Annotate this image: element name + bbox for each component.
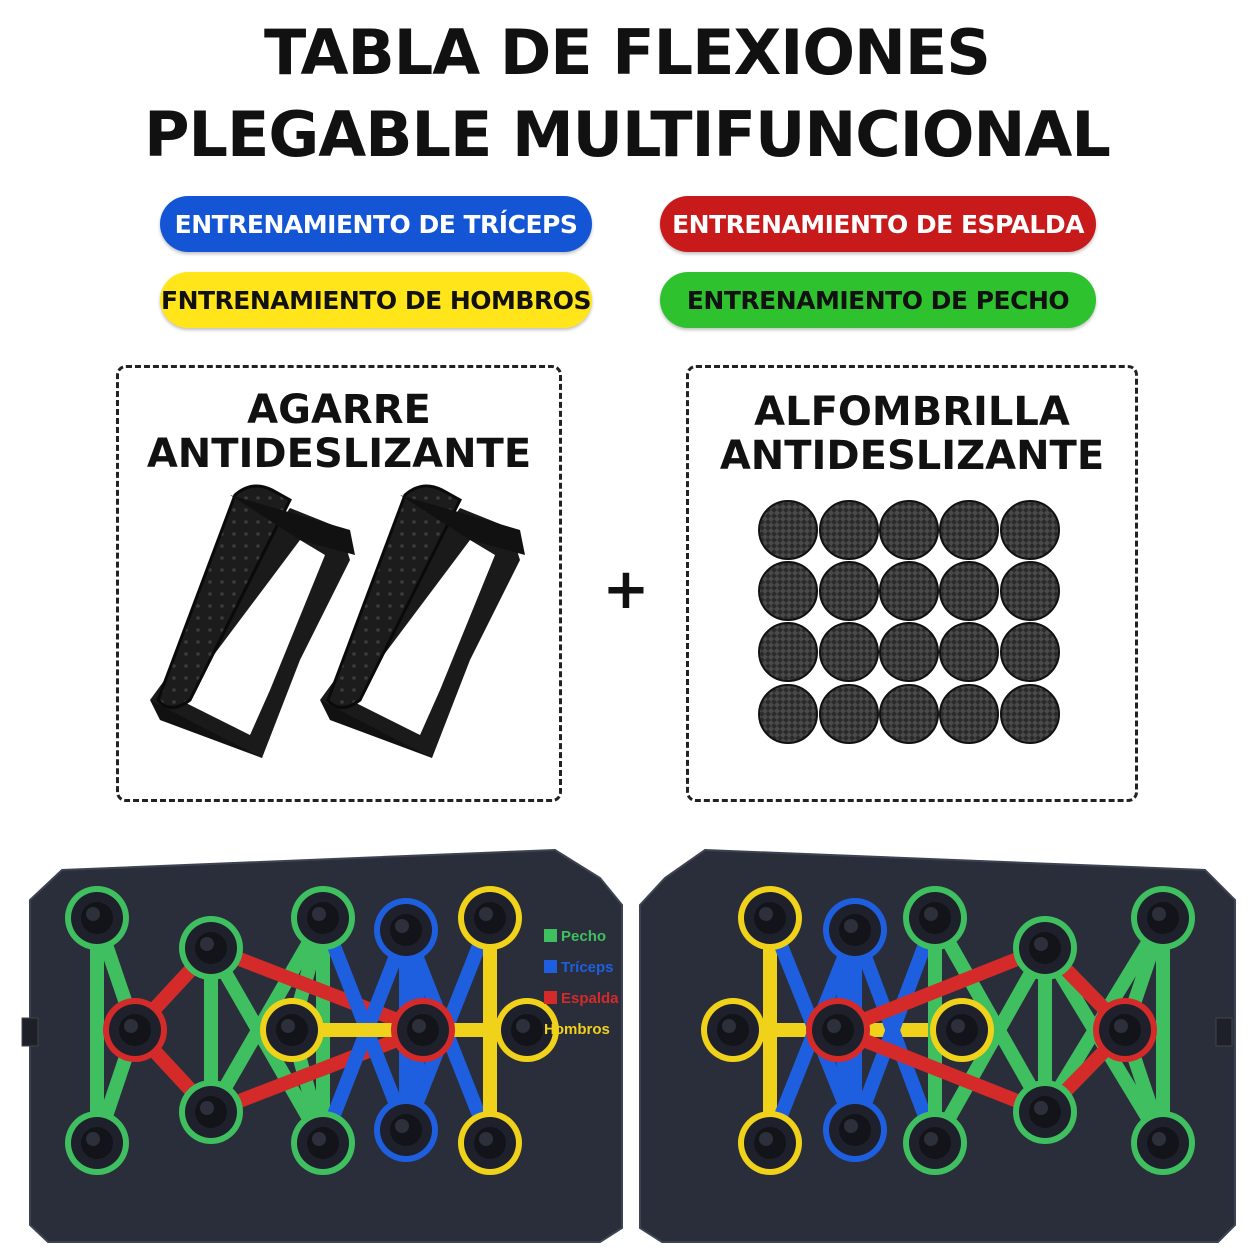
anti-slip-pad-icon: [939, 561, 999, 621]
grip-title-line-1: AGARRE: [247, 387, 431, 433]
color-line: [831, 1023, 1052, 1119]
hand-position-hole: [260, 998, 324, 1062]
hand-position-hole: [823, 898, 887, 962]
anti-slip-pad-icon: [1000, 622, 1060, 682]
hand-position-hole: [823, 1098, 887, 1162]
tag-triceps: ENTRENAMIENTO DE TRÍCEPS: [160, 196, 592, 252]
anti-slip-pad-icon: [879, 622, 939, 682]
anti-slip-pad-icon: [819, 561, 879, 621]
page-title-line-2: PLEGABLE MULTIFUNCIONAL: [144, 98, 1111, 171]
anti-slip-pad-icon: [939, 622, 999, 682]
hand-position-hole: [179, 1080, 243, 1144]
legend-item-pecho: Pecho: [544, 928, 619, 946]
hand-position-hole: [65, 886, 129, 950]
plus-sign: +: [602, 557, 650, 622]
legend-item-hombros: Hombros: [544, 1021, 619, 1039]
hand-position-hole: [930, 998, 994, 1062]
tag-hombros: FNTRENAMIENTO DE HOMBROS: [160, 272, 592, 328]
legend-swatch-pecho: [544, 929, 557, 942]
hand-position-hole: [103, 998, 167, 1062]
anti-slip-pad-icon: [879, 561, 939, 621]
hand-position-hole: [701, 998, 765, 1062]
anti-slip-pad-icon: [879, 684, 939, 744]
anti-slip-pad-icon: [1000, 684, 1060, 744]
anti-slip-pad-icon: [758, 561, 818, 621]
hand-position-hole: [65, 1111, 129, 1175]
push-up-handle-icon-1: [150, 484, 355, 758]
legend-label-triceps: Tríceps: [561, 959, 614, 976]
grip-accessory-box: AGARRE ANTIDESLIZANTE: [116, 365, 562, 802]
hand-position-hole: [1013, 1080, 1077, 1144]
board-hand-positions: [65, 886, 1195, 1175]
anti-slip-pad-icon: [758, 684, 818, 744]
legend-item-espalda: Espalda: [544, 990, 619, 1008]
hand-position-hole: [903, 886, 967, 950]
color-line: [204, 941, 430, 1037]
anti-slip-pad-icon: [758, 622, 818, 682]
color-line: [848, 911, 942, 1137]
anti-slip-pad-icon: [879, 500, 939, 560]
legend-swatch-espalda: [544, 991, 557, 1004]
tag-pecho: ENTRENAMIENTO DE PECHO: [660, 272, 1096, 328]
hand-position-hole: [374, 898, 438, 962]
anti-slip-pad-grid: [758, 500, 1060, 744]
grip-accessory-title: AGARRE ANTIDESLIZANTE: [119, 388, 559, 476]
anti-slip-pad-icon: [819, 622, 879, 682]
anti-slip-pad-icon: [819, 684, 879, 744]
legend-label-pecho: Pecho: [561, 928, 607, 945]
tag-espalda: ENTRENAMIENTO DE ESPALDA: [660, 196, 1096, 252]
mat-title-line-1: ALFOMBRILLA: [754, 389, 1070, 435]
hand-position-hole: [458, 1111, 522, 1175]
push-up-handle-icon-2: [320, 484, 525, 758]
board-legend: Pecho Tríceps Espalda Hombros: [544, 928, 619, 1039]
hand-position-hole: [291, 1111, 355, 1175]
anti-slip-pad-icon: [939, 500, 999, 560]
page-title-line-1: TABLA DE FLEXIONES: [264, 16, 991, 89]
anti-slip-pad-icon: [819, 500, 879, 560]
legend-swatch-triceps: [544, 960, 557, 973]
hand-position-hole: [1013, 916, 1077, 980]
anti-slip-pad-icon: [1000, 500, 1060, 560]
hand-position-hole: [458, 886, 522, 950]
anti-slip-pad-icon: [939, 684, 999, 744]
hand-position-hole: [391, 998, 455, 1062]
legend-label-hombros: Hombros: [544, 1021, 610, 1038]
hand-position-hole: [806, 998, 870, 1062]
mat-accessory-box: ALFOMBRILLA ANTIDESLIZANTE: [686, 365, 1138, 802]
hand-position-hole: [495, 998, 559, 1062]
anti-slip-pad-icon: [758, 500, 818, 560]
hand-position-hole: [1131, 886, 1195, 950]
legend-label-espalda: Espalda: [561, 990, 619, 1007]
hand-position-hole: [738, 1111, 802, 1175]
color-line: [204, 1023, 430, 1119]
anti-slip-pad-icon: [1000, 561, 1060, 621]
hand-position-hole: [738, 886, 802, 950]
hand-position-hole: [903, 1111, 967, 1175]
hand-position-hole: [291, 886, 355, 950]
legend-item-triceps: Tríceps: [544, 959, 619, 977]
color-line: [928, 941, 1052, 1150]
hand-position-hole: [1131, 1111, 1195, 1175]
hand-position-hole: [1093, 998, 1157, 1062]
mat-title-line-2: ANTIDESLIZANTE: [719, 433, 1105, 479]
grip-title-line-2: ANTIDESLIZANTE: [146, 431, 532, 477]
color-line: [831, 941, 1052, 1037]
hand-position-hole: [374, 1098, 438, 1162]
hand-position-hole: [179, 916, 243, 980]
mat-accessory-title: ALFOMBRILLA ANTIDESLIZANTE: [689, 390, 1135, 478]
